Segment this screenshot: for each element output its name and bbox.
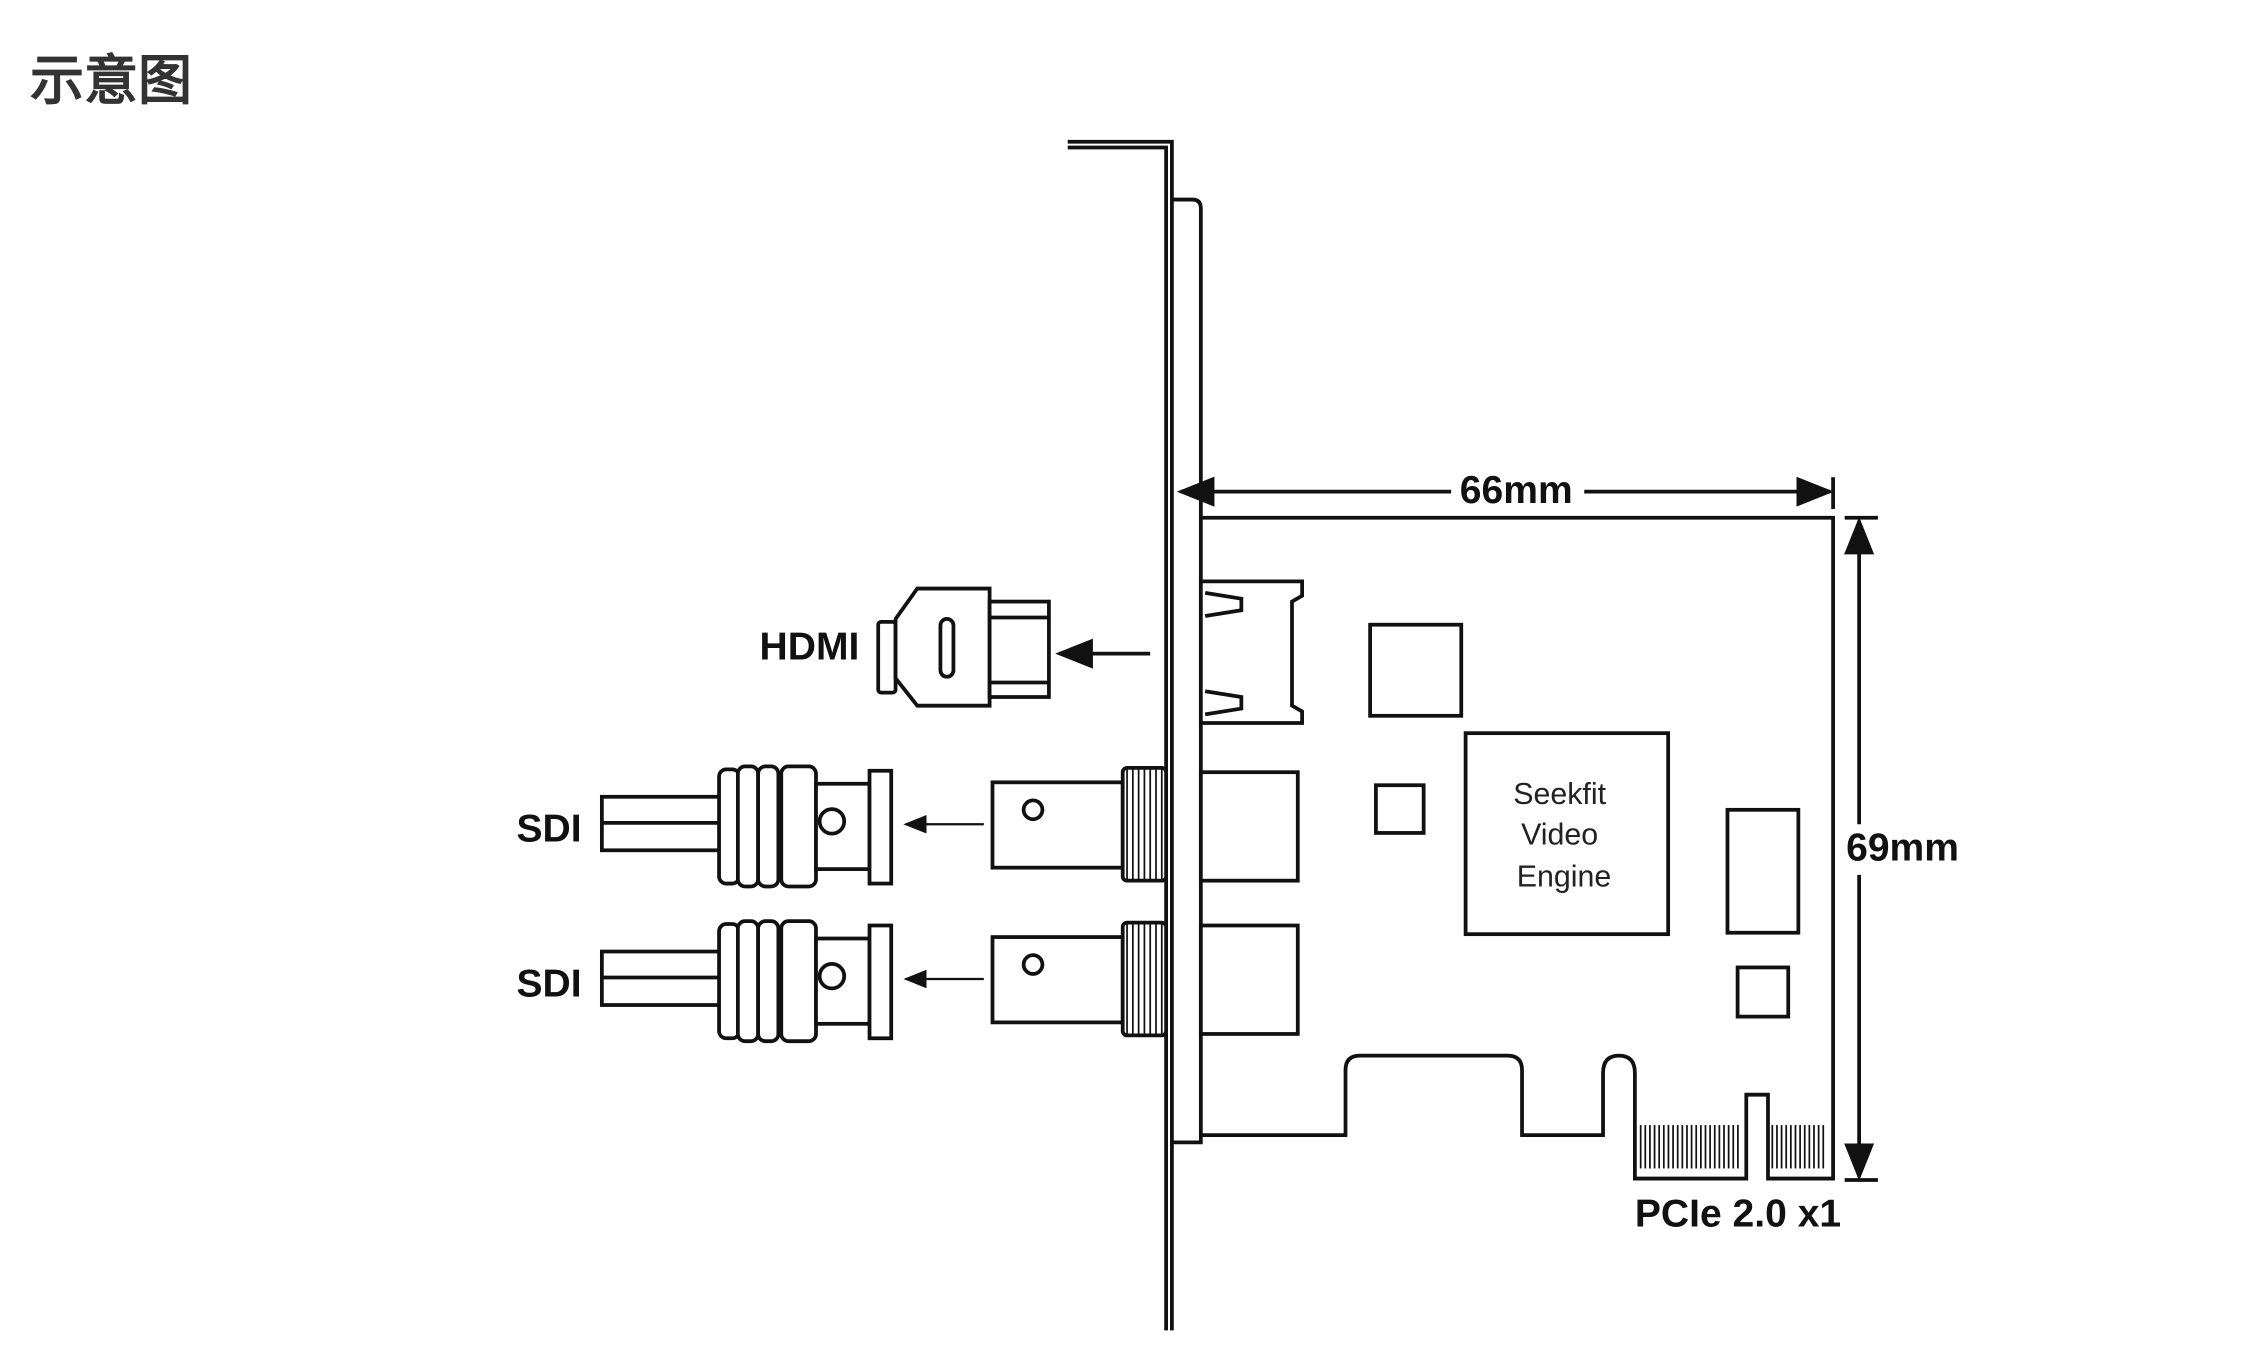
height-dimension: 69mm: [1844, 515, 1959, 1182]
width-dimension: 66mm: [1176, 469, 1835, 512]
chip-small-2: [1735, 965, 1791, 1019]
chip-text-3: Engine: [1517, 860, 1612, 893]
chip-large: [1368, 622, 1464, 718]
sdi-connector-2: [599, 919, 1168, 1044]
sdi-connector-1: [599, 764, 1168, 889]
hdmi-plug: [876, 586, 1051, 708]
hdmi-port: [1198, 579, 1304, 725]
chip-tall: [1725, 807, 1801, 935]
sdi-label-1: SDI: [517, 808, 582, 851]
mounting-bracket: [1067, 139, 1203, 1331]
video-engine-chip: [1463, 731, 1671, 937]
chip-small: [1374, 783, 1426, 835]
sdi-port-2: [1198, 923, 1300, 1036]
sdi-port-1: [1198, 770, 1300, 883]
pcie-gold-fingers: [1639, 1125, 1825, 1169]
page-title: 示意图: [30, 49, 192, 112]
board-outline: [1200, 515, 1835, 1181]
pcie-label: PCIe 2.0 x1: [1635, 1192, 1841, 1235]
hdmi-label: HDMI: [760, 625, 860, 668]
height-label: 69mm: [1846, 826, 1959, 869]
chip-text-2: Video: [1521, 819, 1598, 852]
sdi-label-2: SDI: [517, 962, 582, 1005]
width-label: 66mm: [1460, 469, 1573, 512]
chip-text-1: Seekfit: [1513, 778, 1606, 811]
